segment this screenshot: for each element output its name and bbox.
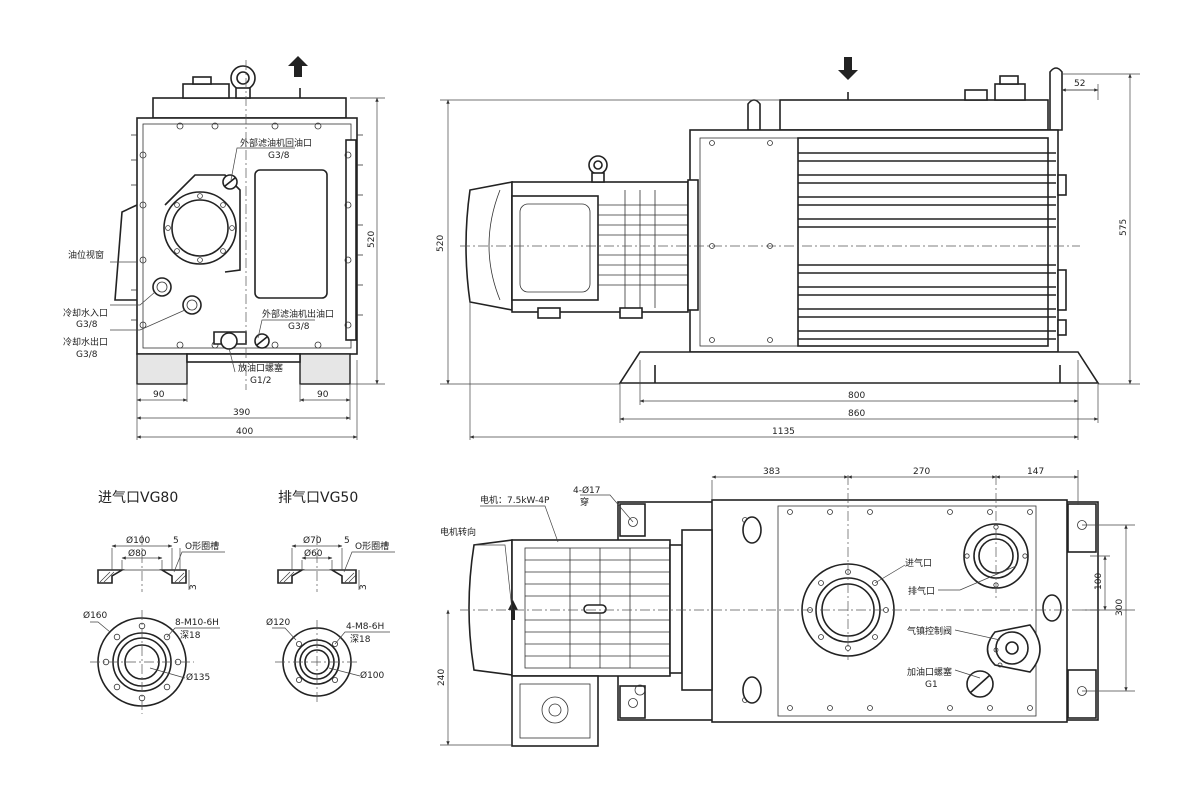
outlet-d-inner: Ø60 (304, 548, 323, 559)
callout-filter-return: 外部滤油机回油口 (240, 137, 312, 149)
inlet-down-arrow-icon (838, 57, 858, 80)
top-view: 电机：7.5kW-4P 4-Ø17 穿 电机转向 进气口 排气口 气镇控制阀 加… (437, 467, 1135, 747)
callout-holes-sub: 穿 (580, 496, 589, 508)
outlet-flange-title: 排气口VG50 (278, 490, 358, 506)
water-in-port-icon (152, 277, 172, 297)
outlet-flange-detail: 排气口VG50 Ø70 Ø60 5 O形圈槽 3 (266, 490, 395, 704)
inlet-pcd: Ø135 (186, 672, 210, 683)
dim-width-outer: 400 (236, 427, 253, 437)
dim-foot-right: 90 (317, 390, 329, 400)
dim-side-top-offset: 52 (1074, 79, 1085, 89)
callout-water-out: 冷却水出口 (63, 336, 108, 348)
dim-side-1135: 1135 (772, 427, 795, 437)
inlet-bolts: 8-M10-6H (175, 618, 219, 628)
callout-motor: 电机：7.5kW-4P (480, 494, 550, 506)
callout-oil-window: 油位视窗 (68, 249, 104, 261)
callout-filter-out: 外部滤油机出油口 (262, 308, 334, 320)
dim-top-300: 300 (1115, 599, 1125, 616)
front-view: 外部滤油机回油口 G3/8 油位视窗 冷却水入口 G3/8 冷却水出口 G3/8… (63, 56, 385, 440)
callout-drain: 放油口螺塞 (238, 362, 283, 374)
dim-front-height: 520 (367, 231, 377, 248)
callout-water-in: 冷却水入口 (63, 307, 108, 319)
callout-motor-direction: 电机转向 (440, 526, 476, 538)
motor-rotation-arrow-icon (508, 600, 518, 620)
callout-filter-return-spec: G3/8 (268, 151, 290, 161)
dim-side-800: 800 (848, 391, 865, 401)
outlet-depth-top: 5 (344, 536, 350, 546)
dim-top-147: 147 (1027, 467, 1044, 477)
inlet-depth-top: 5 (173, 536, 179, 546)
motor-side (465, 155, 699, 319)
cooling-fins (798, 152, 1056, 340)
inlet-bolt-depth: 深18 (180, 630, 201, 641)
outlet-d-flange: Ø120 (266, 617, 291, 628)
exhaust-up-arrow-icon (288, 56, 308, 77)
outlet-bolts: 4-M8-6H (346, 622, 384, 632)
dim-top-270: 270 (913, 467, 930, 477)
outlet-pcd: Ø100 (360, 670, 385, 681)
gas-ballast-valve-icon (986, 624, 1041, 673)
inlet-d-inner: Ø80 (128, 548, 147, 559)
dim-side-height: 520 (436, 235, 446, 252)
dim-side-860: 860 (848, 409, 865, 419)
callout-holes: 4-Ø17 (573, 485, 601, 496)
dim-width-inner: 390 (233, 408, 250, 418)
inlet-oring: O形圈槽 (185, 540, 219, 552)
callout-water-in-spec: G3/8 (76, 320, 98, 330)
outlet-oring: O形圈槽 (355, 540, 389, 552)
dim-foot-left: 90 (153, 390, 165, 400)
inlet-d-outer: Ø100 (126, 535, 151, 546)
callout-gas-ballast: 气镇控制阀 (907, 625, 952, 637)
callout-fill-spec: G1 (925, 680, 938, 690)
inlet-flange-detail: 进气口VG80 Ø100 Ø80 5 O形圈槽 3 (83, 490, 225, 714)
front-port-circle (163, 174, 241, 273)
oil-window (254, 169, 328, 299)
inlet-d-flange: Ø160 (83, 610, 108, 621)
inlet-flange-title: 进气口VG80 (98, 490, 178, 506)
side-view: 520 575 52 800 860 1135 (436, 57, 1140, 440)
dim-top-240: 240 (437, 669, 447, 686)
callout-filter-out-spec: G3/8 (288, 322, 310, 332)
dim-top-383: 383 (763, 467, 780, 477)
fill-plug-icon (966, 670, 994, 698)
inlet-depth-side: 3 (189, 584, 199, 590)
callout-outlet: 排气口 (908, 585, 935, 597)
outlet-d-outer: Ø70 (303, 535, 322, 546)
front-bolt-heads (139, 122, 352, 349)
dim-side-height-total: 575 (1119, 219, 1129, 236)
outlet-bolt-depth: 深18 (350, 634, 371, 645)
callout-inlet: 进气口 (905, 557, 932, 569)
motor-top (468, 529, 713, 747)
lifting-eye-icon (230, 65, 256, 99)
outlet-depth-side: 3 (359, 584, 369, 590)
water-out-port-icon (182, 295, 202, 315)
dim-top-100: 100 (1094, 573, 1104, 590)
callout-water-out-spec: G3/8 (76, 350, 98, 360)
callout-fill-plug: 加油口螺塞 (907, 666, 952, 678)
callout-drain-spec: G1/2 (250, 376, 271, 386)
